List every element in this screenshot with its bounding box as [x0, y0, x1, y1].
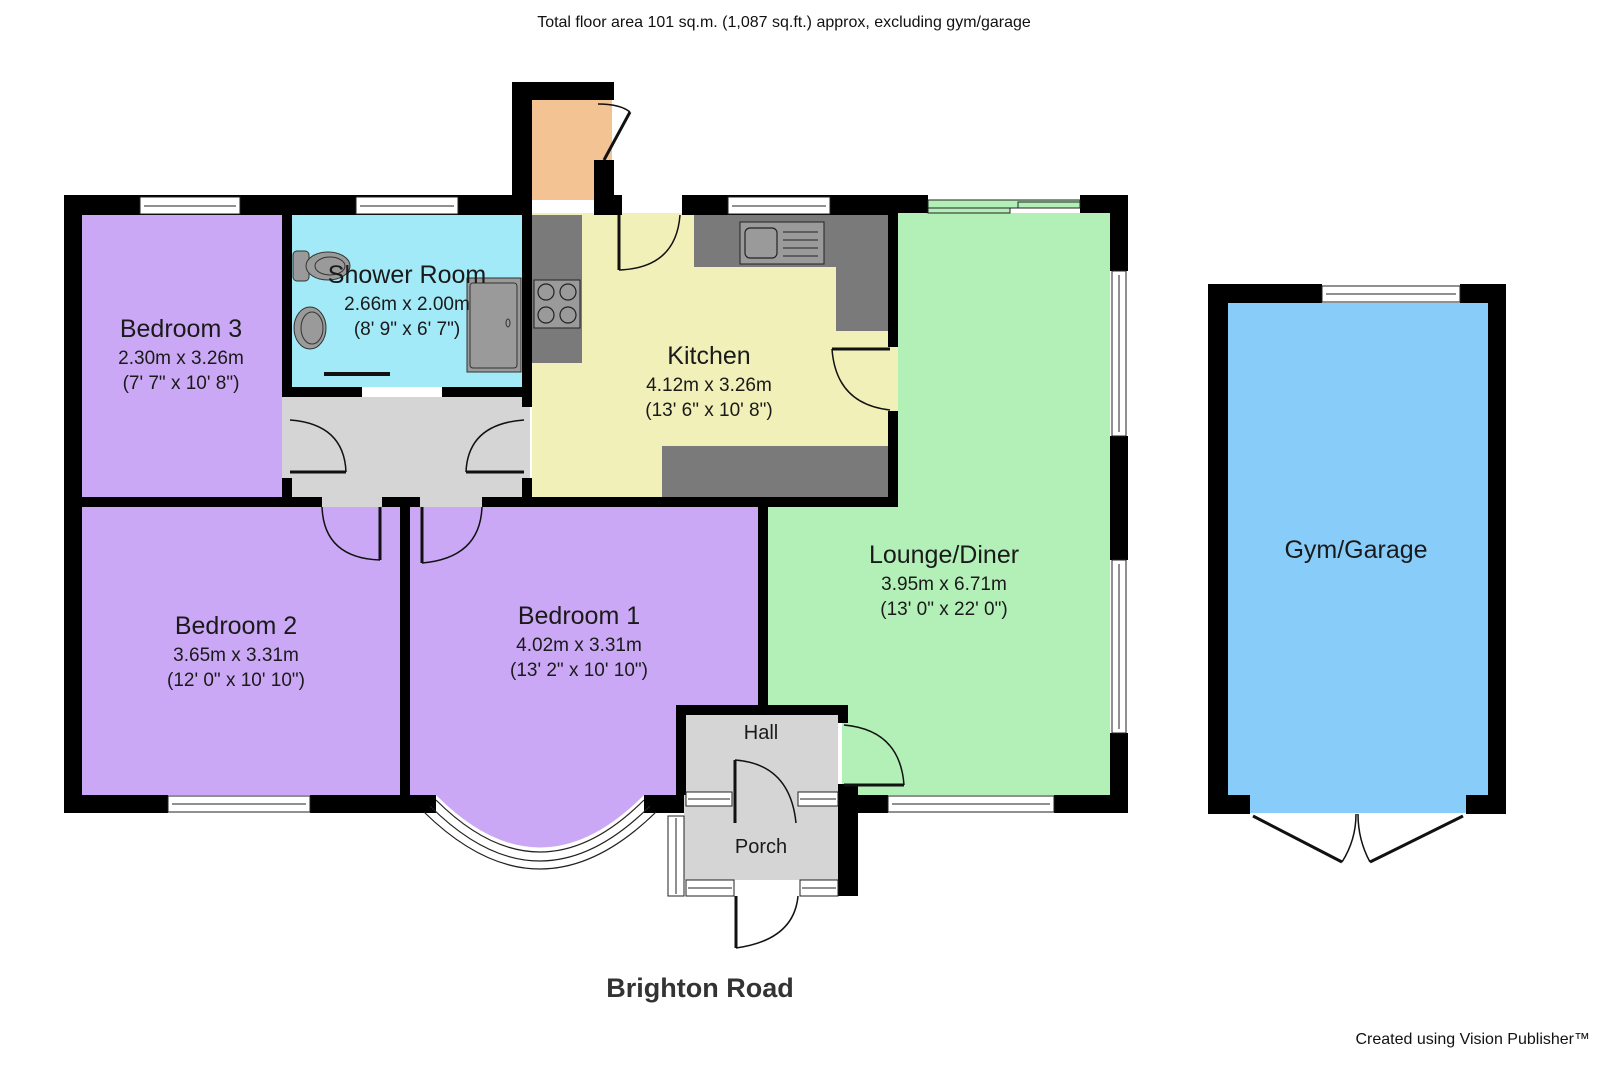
label-hall: Hall — [744, 722, 778, 744]
door-hall-lounge — [843, 724, 905, 787]
door-garage-right — [1357, 813, 1464, 864]
label-bedroom-1: Bedroom 1 — [518, 602, 640, 630]
floor-area-caption: Total floor area 101 sq.m. (1,087 sq.ft.… — [537, 14, 1031, 31]
dim-metric-bedroom-2: 3.65m x 3.31m — [173, 645, 299, 666]
door-kitchen-lounge — [831, 347, 891, 411]
room-hall[interactable] — [684, 714, 838, 796]
label-bedroom-3: Bedroom 3 — [120, 315, 242, 343]
dim-metric-kitchen: 4.12m x 3.26m — [646, 375, 772, 396]
dim-imperial-kitchen: (13' 6" x 10' 8") — [645, 400, 772, 421]
hob-icon — [533, 279, 581, 329]
shower-tray-icon — [466, 277, 522, 373]
label-porch: Porch — [735, 836, 787, 858]
bay-window-bedroom-1 — [423, 799, 657, 870]
room-bedroom-1[interactable] — [410, 507, 758, 795]
label-shower-room: Shower Room — [328, 261, 486, 289]
basin-icon — [293, 306, 327, 350]
sink-icon — [739, 221, 825, 265]
toilet-icon — [292, 250, 351, 282]
dim-imperial-bedroom-1: (13' 2" x 10' 10") — [510, 660, 648, 681]
room-bedroom-2[interactable] — [82, 507, 400, 795]
dim-metric-lounge-diner: 3.95m x 6.71m — [881, 574, 1007, 595]
dim-metric-shower-room: 2.66m x 2.00m — [344, 294, 470, 315]
dim-metric-bedroom-1: 4.02m x 3.31m — [516, 635, 642, 656]
dim-imperial-lounge-diner: (13' 0" x 22' 0") — [880, 599, 1007, 620]
room-bedroom-3[interactable] — [82, 215, 282, 497]
door-kitchen-hallway — [465, 419, 525, 474]
shower-screen — [324, 372, 390, 376]
door-kitchen-back — [617, 214, 681, 271]
windows — [139, 196, 1461, 897]
road-name-label: Brighton Road — [606, 973, 794, 1003]
dim-metric-bedroom-3: 2.30m x 3.26m — [118, 348, 244, 369]
door-garage-left — [1252, 813, 1357, 864]
software-credit: Created using Vision Publisher™ — [1355, 1031, 1591, 1048]
label-lounge-diner: Lounge/Diner — [869, 541, 1019, 569]
door-bedroom-2 — [321, 506, 382, 561]
label-kitchen: Kitchen — [667, 342, 750, 370]
label-bedroom-2: Bedroom 2 — [175, 612, 297, 640]
room-lounge-diner[interactable] — [768, 213, 1110, 795]
dim-imperial-bedroom-2: (12' 0" x 10' 10") — [167, 670, 305, 691]
room-gym-garage[interactable] — [1228, 303, 1488, 813]
door-bedroom-1 — [420, 506, 483, 564]
door-front — [734, 895, 799, 949]
door-cupboard — [597, 103, 632, 161]
label-gym-garage: Gym/Garage — [1284, 536, 1427, 564]
door-hall-porch — [733, 759, 797, 824]
sliding-door-lounge[interactable] — [927, 199, 1081, 214]
doors[interactable] — [289, 103, 1464, 949]
room-porch[interactable] — [684, 796, 838, 880]
door-bedroom-3 — [289, 419, 347, 474]
dim-imperial-shower-room: (8' 9" x 6' 7") — [354, 319, 460, 340]
room-inner-hallway[interactable] — [282, 397, 530, 507]
dim-imperial-bedroom-3: (7' 7" x 10' 8") — [123, 373, 240, 394]
